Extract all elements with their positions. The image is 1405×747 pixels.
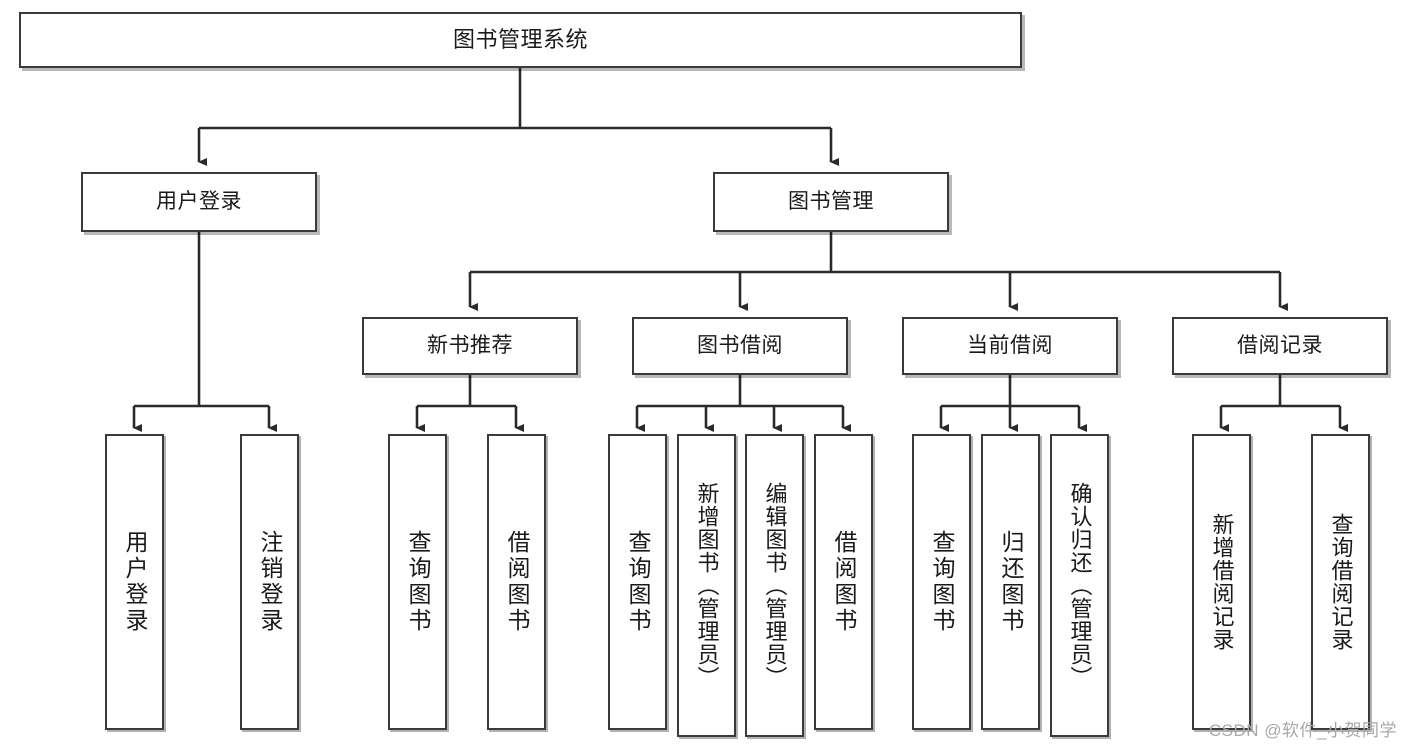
node-user-login[interactable]: 用户登录 bbox=[81, 172, 317, 232]
node-label: 查询图书 bbox=[625, 530, 651, 634]
watermark-text: CSDN @软件_小贺同学 bbox=[1208, 721, 1397, 740]
node-label: 确认归还（管理员） bbox=[1067, 482, 1093, 689]
node-label: 新增借阅记录 bbox=[1209, 513, 1235, 651]
node-label: 新增图书（管理员） bbox=[694, 482, 720, 689]
node-leaf-query-book-current[interactable]: 查询图书 bbox=[912, 434, 971, 730]
node-leaf-return-book[interactable]: 归还图书 bbox=[981, 434, 1040, 730]
node-label: 查询借阅记录 bbox=[1328, 513, 1354, 651]
node-book-borrow[interactable]: 图书借阅 bbox=[632, 317, 848, 375]
node-label: 归还图书 bbox=[998, 530, 1024, 634]
node-leaf-borrow-book[interactable]: 借阅图书 bbox=[814, 434, 873, 730]
node-leaf-logout[interactable]: 注销登录 bbox=[240, 434, 299, 730]
node-label: 图书管理系统 bbox=[452, 27, 588, 53]
node-label: 用户登录 bbox=[156, 189, 242, 213]
node-label: 借阅记录 bbox=[1237, 333, 1323, 357]
node-label: 编辑图书（管理员） bbox=[762, 482, 788, 689]
node-leaf-query-book-recommend[interactable]: 查询图书 bbox=[388, 434, 447, 730]
node-leaf-borrow-book-recommend[interactable]: 借阅图书 bbox=[487, 434, 546, 730]
node-leaf-add-borrow-record[interactable]: 新增借阅记录 bbox=[1192, 434, 1251, 730]
node-leaf-add-book-admin[interactable]: 新增图书（管理员） bbox=[677, 434, 736, 737]
node-label: 图书管理 bbox=[788, 189, 874, 213]
node-label: 图书借阅 bbox=[697, 333, 783, 357]
node-label: 借阅图书 bbox=[831, 530, 857, 634]
node-label: 注销登录 bbox=[257, 530, 283, 634]
node-leaf-user-login[interactable]: 用户登录 bbox=[105, 434, 164, 730]
node-leaf-query-borrow-record[interactable]: 查询借阅记录 bbox=[1311, 434, 1370, 730]
node-leaf-query-book-borrow[interactable]: 查询图书 bbox=[608, 434, 667, 730]
node-label: 查询图书 bbox=[929, 530, 955, 634]
node-label: 新书推荐 bbox=[427, 333, 513, 357]
node-current-borrow[interactable]: 当前借阅 bbox=[902, 317, 1118, 375]
node-borrow-record[interactable]: 借阅记录 bbox=[1172, 317, 1388, 375]
node-label: 借阅图书 bbox=[504, 530, 530, 634]
node-new-book-recommend[interactable]: 新书推荐 bbox=[362, 317, 578, 375]
node-root-book-management-system[interactable]: 图书管理系统 bbox=[19, 12, 1022, 68]
node-label: 查询图书 bbox=[405, 530, 431, 634]
node-leaf-edit-book-admin[interactable]: 编辑图书（管理员） bbox=[745, 434, 804, 737]
node-leaf-confirm-return-admin[interactable]: 确认归还（管理员） bbox=[1050, 434, 1109, 737]
node-label: 用户登录 bbox=[122, 530, 148, 634]
node-book-management[interactable]: 图书管理 bbox=[713, 172, 949, 232]
node-label: 当前借阅 bbox=[967, 333, 1053, 357]
